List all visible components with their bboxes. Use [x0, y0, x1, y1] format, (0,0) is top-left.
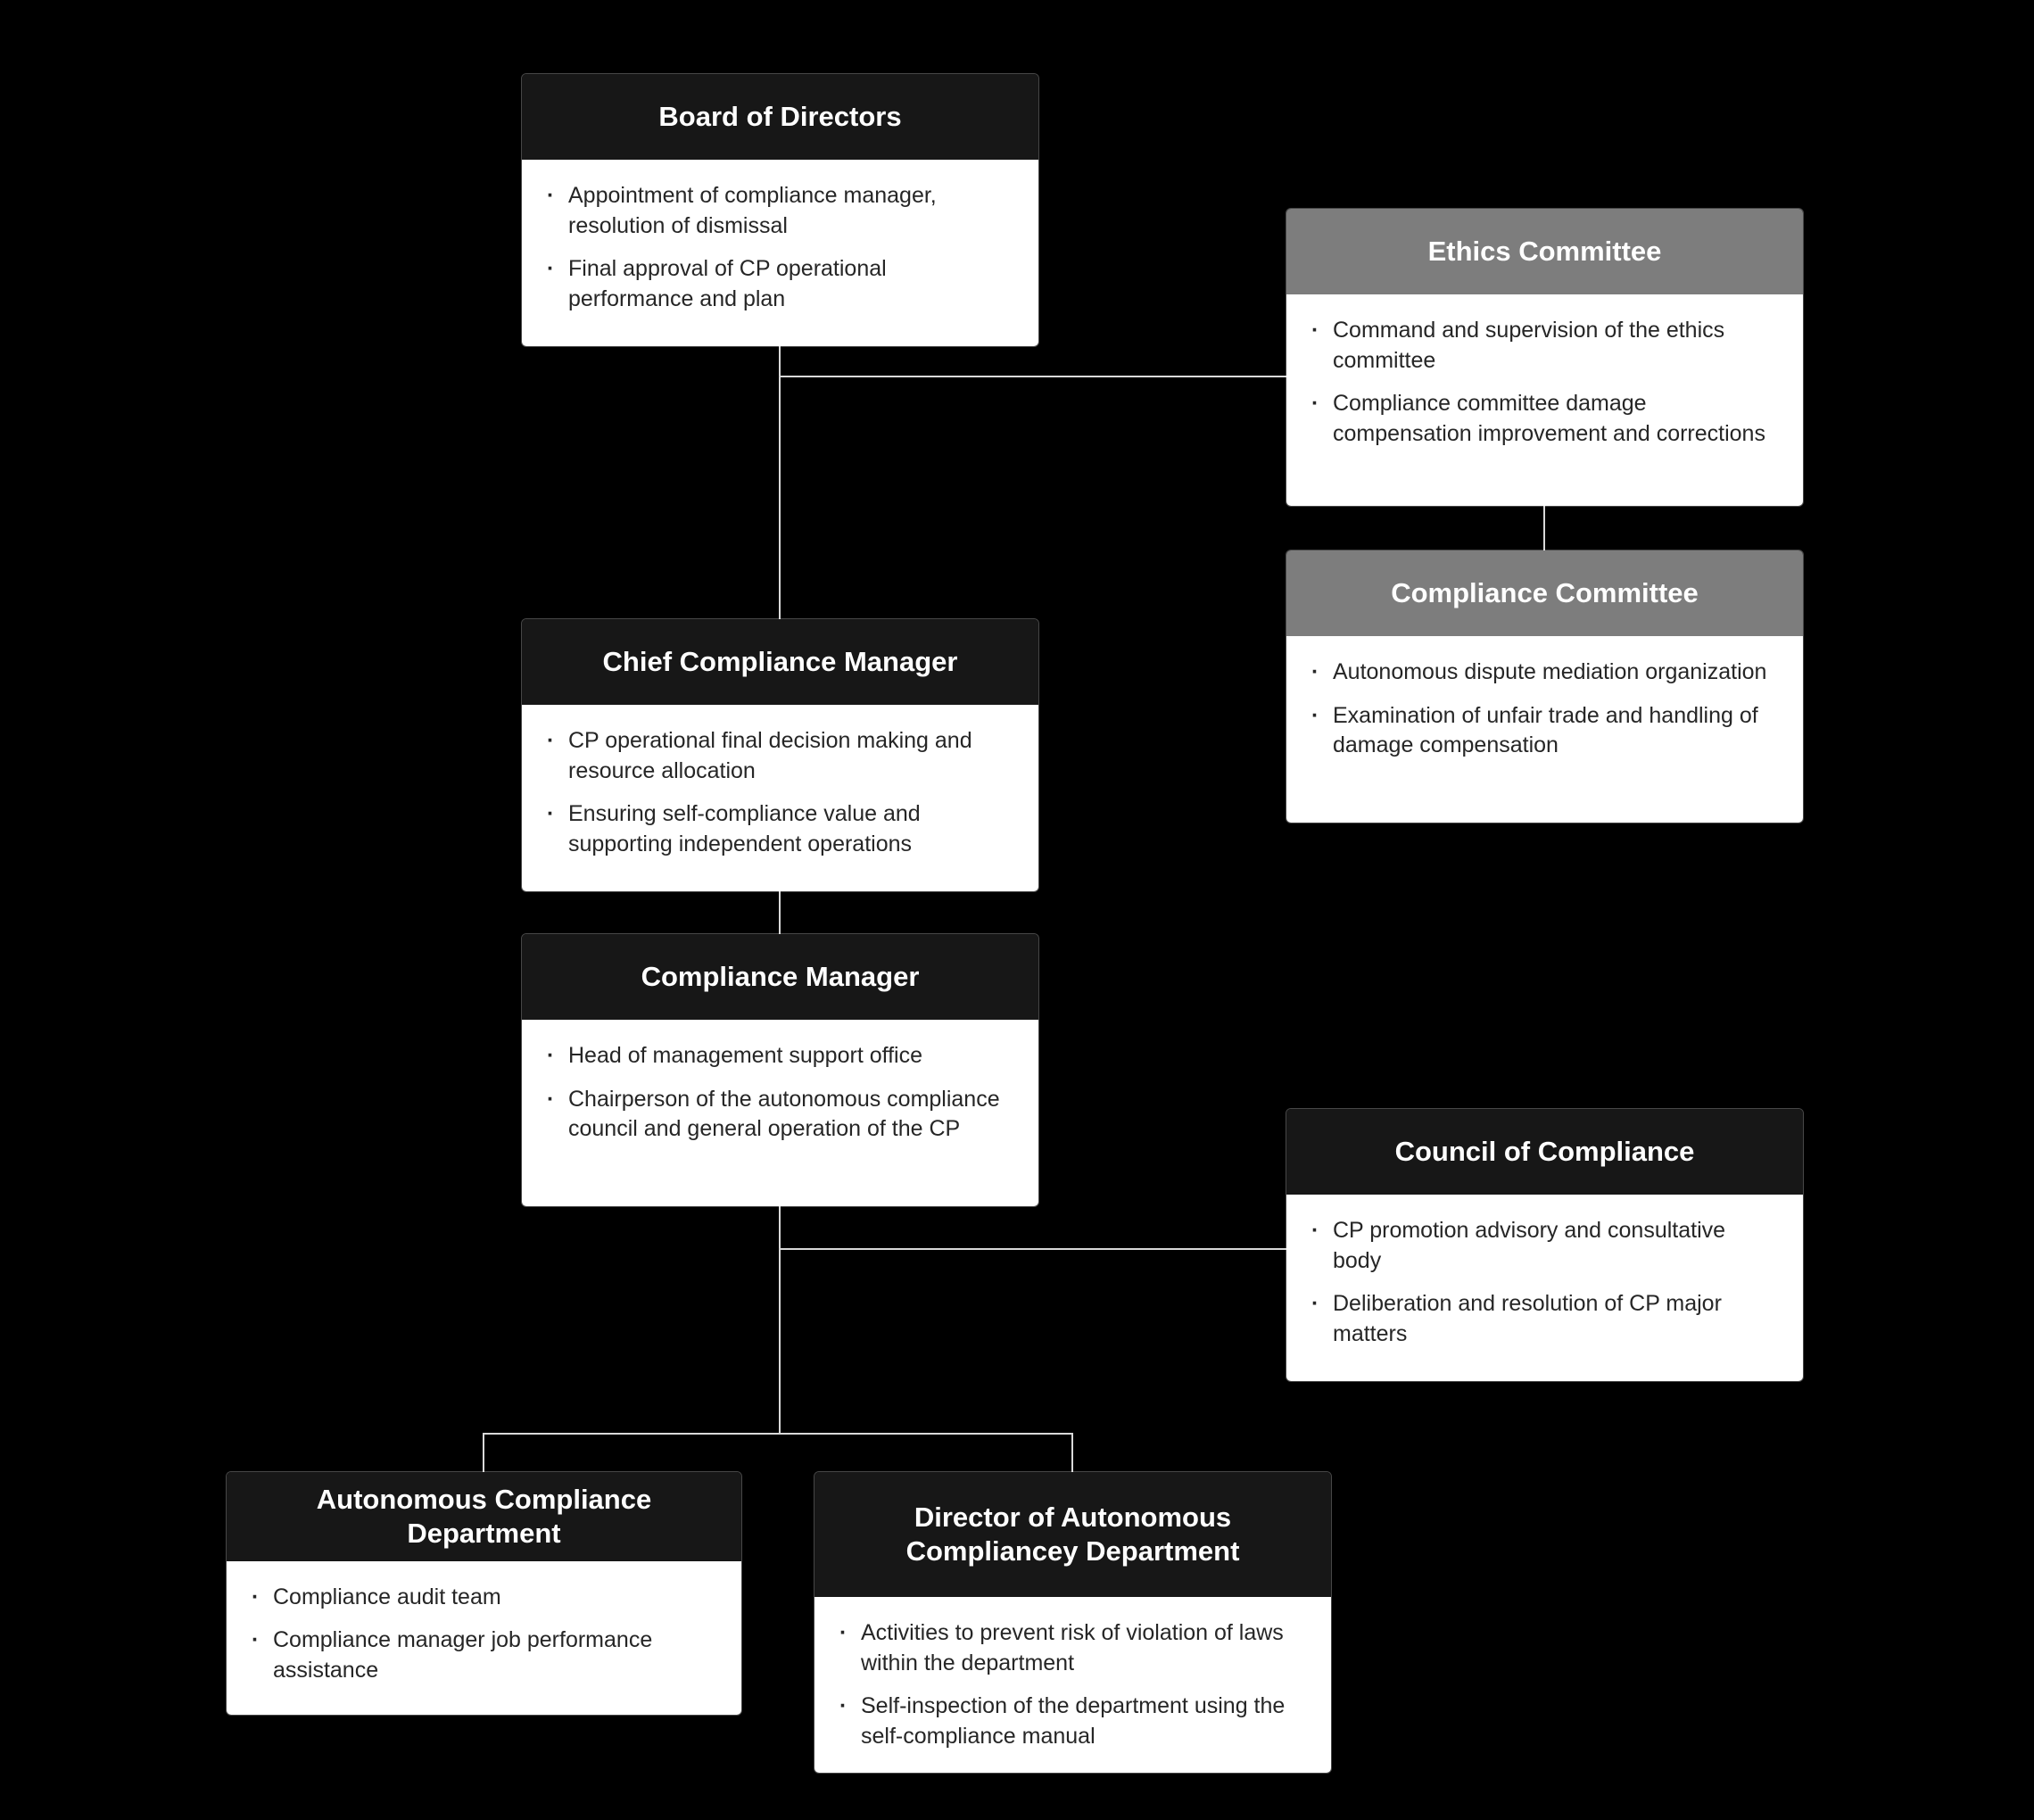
bullet-dot: · [547, 1043, 555, 1068]
connector-chief-to-manager [779, 891, 781, 934]
org-node-compliance-committee: Compliance Committee · Autonomous dispute… [1286, 550, 1803, 823]
bullet-text: Compliance committee damage compensation… [1333, 391, 1765, 446]
bullet-item: · Self-inspection of the department using… [839, 1692, 1306, 1751]
bullet-item: · Compliance committee damage compensatio… [1311, 389, 1778, 449]
bullet-item: · Compliance manager job performance assi… [252, 1626, 716, 1685]
node-body: · Activities to prevent risk of violation… [814, 1597, 1331, 1773]
bullet-dot: · [547, 256, 555, 281]
bullet-dot: · [1311, 1291, 1319, 1316]
bullet-dot: · [252, 1584, 260, 1609]
bullet-text: Autonomous dispute mediation organizatio… [1333, 659, 1767, 684]
bullet-item: · Command and supervision of the ethics c… [1311, 316, 1778, 376]
bullet-dot: · [252, 1627, 260, 1653]
node-body: · Compliance audit team · Compliance manag… [227, 1560, 741, 1715]
bullet-text: Head of management support office [568, 1043, 923, 1068]
node-title: Ethics Committee [1286, 209, 1803, 294]
bullet-text: Self-inspection of the department using … [861, 1693, 1286, 1749]
org-node-chief-compliance-manager: Chief Compliance Manager · CP operational… [522, 619, 1038, 891]
node-body: · Autonomous dispute mediation organizati… [1286, 636, 1803, 823]
bullet-dot: · [1311, 318, 1319, 343]
bullet-text: Ensuring self-compliance value and suppo… [568, 801, 921, 856]
bullet-text: Examination of unfair trade and handling… [1333, 702, 1758, 758]
connector-manager-to-council [779, 1248, 1286, 1250]
bullet-dot: · [547, 1086, 555, 1112]
node-body: · CP operational final decision making an… [522, 705, 1038, 891]
connector-branch-horizontal [483, 1433, 1073, 1435]
bullet-item: · Activities to prevent risk of violation… [839, 1618, 1306, 1678]
bullet-text: Activities to prevent risk of violation … [861, 1620, 1284, 1675]
org-node-director-autonomous-compliancey-department: Director of Autonomous Compliancey Depar… [814, 1472, 1331, 1773]
org-node-council-of-compliance: Council of Compliance · CP promotion advi… [1286, 1109, 1803, 1381]
bullet-item: · CP promotion advisory and consultative … [1311, 1216, 1778, 1276]
bullet-dot: · [547, 183, 555, 208]
node-title: Director of Autonomous Compliancey Depar… [814, 1472, 1331, 1597]
bullet-text: CP promotion advisory and consultative b… [1333, 1218, 1726, 1273]
node-body: · Appointment of compliance manager, reso… [522, 160, 1038, 346]
bullet-text: Compliance manager job performance assis… [273, 1627, 653, 1683]
bullet-dot: · [839, 1693, 848, 1718]
bullet-text: Command and supervision of the ethics co… [1333, 318, 1725, 373]
bullet-item: · CP operational final decision making an… [547, 726, 1013, 786]
org-node-board-of-directors: Board of Directors · Appointment of compl… [522, 74, 1038, 346]
bullet-item: · Examination of unfair trade and handlin… [1311, 701, 1778, 761]
connector-branch-to-department [483, 1433, 484, 1472]
connector-branch-to-director [1071, 1433, 1073, 1472]
node-title: Compliance Manager [522, 934, 1038, 1020]
bullet-item: · Appointment of compliance manager, reso… [547, 181, 1013, 241]
node-body: · CP promotion advisory and consultative … [1286, 1195, 1803, 1381]
bullet-text: Final approval of CP operational perform… [568, 256, 887, 311]
node-title: Autonomous Compliance Department [227, 1472, 741, 1561]
node-title: Council of Compliance [1286, 1109, 1803, 1195]
bullet-text: Deliberation and resolution of CP major … [1333, 1291, 1722, 1346]
bullet-dot: · [1311, 391, 1319, 416]
bullet-text: Compliance audit team [273, 1584, 501, 1609]
node-title: Chief Compliance Manager [522, 619, 1038, 705]
org-node-compliance-manager: Compliance Manager · Head of management s… [522, 934, 1038, 1206]
bullet-text: CP operational final decision making and… [568, 728, 972, 783]
bullet-dot: · [1311, 659, 1319, 684]
connector-manager-down [779, 1206, 781, 1435]
bullet-text: Appointment of compliance manager, resol… [568, 183, 937, 238]
node-title: Board of Directors [522, 74, 1038, 160]
node-body: · Head of management support office · Chai… [522, 1020, 1038, 1206]
bullet-dot: · [547, 801, 555, 826]
bullet-dot: · [1311, 702, 1319, 728]
bullet-item: · Ensuring self-compliance value and supp… [547, 799, 1013, 859]
bullet-item: · Compliance audit team [252, 1583, 716, 1613]
node-body: · Command and supervision of the ethics c… [1286, 294, 1803, 506]
bullet-item: · Deliberation and resolution of CP major… [1311, 1289, 1778, 1349]
bullet-dot: · [839, 1620, 848, 1645]
bullet-item: · Head of management support office [547, 1041, 1013, 1071]
org-node-autonomous-compliance-department: Autonomous Compliance Department · Compli… [227, 1472, 741, 1715]
node-title: Compliance Committee [1286, 550, 1803, 636]
bullet-item: · Chairperson of the autonomous complianc… [547, 1085, 1013, 1145]
org-node-ethics-committee: Ethics Committee · Command and supervisio… [1286, 209, 1803, 506]
bullet-dot: · [547, 728, 555, 753]
bullet-item: · Autonomous dispute mediation organizati… [1311, 658, 1778, 688]
connector-board-to-ethics [779, 376, 1286, 377]
connector-board-to-chief [779, 346, 781, 619]
connector-ethics-to-compliance-committee [1543, 506, 1545, 550]
bullet-text: Chairperson of the autonomous compliance… [568, 1086, 1000, 1142]
bullet-dot: · [1311, 1218, 1319, 1243]
bullet-item: · Final approval of CP operational perfor… [547, 254, 1013, 314]
